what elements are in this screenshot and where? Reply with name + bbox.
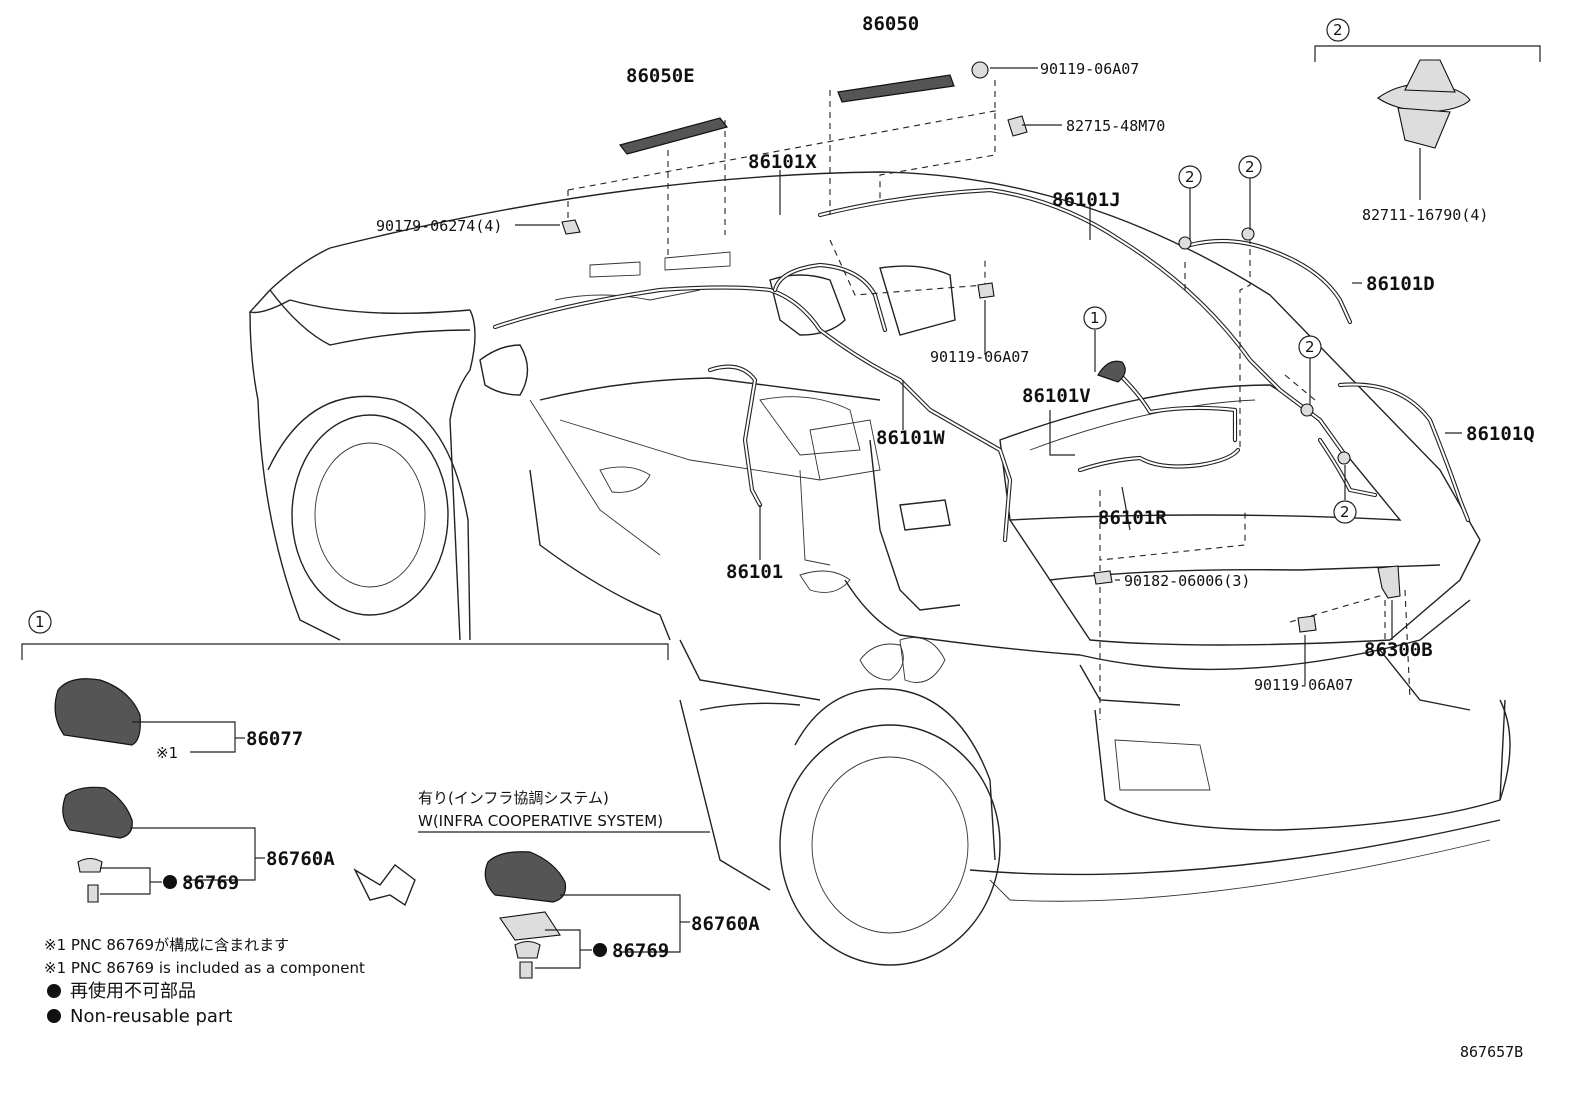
marker-1-antenna: 1 xyxy=(1083,306,1107,330)
part-86300B xyxy=(1377,565,1401,599)
label-86101V: 86101V xyxy=(1022,385,1091,407)
shark-fin-cover-86077 xyxy=(54,678,141,746)
label-82715: 82715-48M70 xyxy=(1066,117,1165,135)
clip-2d xyxy=(1337,451,1351,465)
legend-line-3: 再使用不可部品 xyxy=(70,981,196,1002)
diagram-code: 867657B xyxy=(1460,1043,1523,1061)
circled-markers: 2 2 2 2 2 1 1 xyxy=(28,18,1357,634)
label-90179: 90179-06274(4) xyxy=(376,217,502,235)
clip-2c xyxy=(1300,403,1314,417)
svg-text:1: 1 xyxy=(1090,309,1100,327)
antenna-86760A-left xyxy=(62,786,133,839)
legend-dot-2 xyxy=(47,1009,61,1023)
gasket-86769-right xyxy=(499,911,561,941)
small-parts xyxy=(561,61,1401,633)
clip-82711-head xyxy=(1404,59,1456,93)
arrow-icon xyxy=(353,864,416,907)
label-86101X: 86101X xyxy=(748,151,817,173)
label-86101Q: 86101Q xyxy=(1466,423,1535,445)
antenna-86760A-right xyxy=(484,851,567,903)
label-90119-bottom: 90119-06A07 xyxy=(1254,676,1353,694)
clip-90182 xyxy=(1093,570,1113,585)
bolt-90119-top xyxy=(971,61,989,79)
label-90182: 90182-06006(3) xyxy=(1124,572,1250,590)
note-mark: ※1 xyxy=(156,744,178,762)
gasket-86769-left xyxy=(77,857,103,873)
label-86101D: 86101D xyxy=(1366,273,1435,295)
label-86760A-right: 86760A xyxy=(691,913,760,935)
clip-2a xyxy=(1178,236,1192,250)
legend: ※1 PNC 86769が構成に含まれます ※1 PNC 86769 is in… xyxy=(44,936,365,1027)
legend-line-4: Non-reusable part xyxy=(70,1006,232,1027)
label-86101W: 86101W xyxy=(876,427,945,449)
svg-text:1: 1 xyxy=(35,613,45,631)
label-86050: 86050 xyxy=(862,13,919,35)
label-90119-mid: 90119-06A07 xyxy=(930,348,1029,366)
label-86300B: 86300B xyxy=(1364,639,1433,661)
bolt-86769-left xyxy=(87,884,99,903)
label-90119-top: 90119-06A07 xyxy=(1040,60,1139,78)
bolt-86769-right xyxy=(519,961,533,979)
clip-2b xyxy=(1241,227,1255,241)
callout-leaders xyxy=(515,67,1462,685)
label-86101R: 86101R xyxy=(1098,507,1167,529)
label-86101J: 86101J xyxy=(1052,189,1121,211)
roof-antenna-base xyxy=(1097,360,1126,383)
legend-dot-1 xyxy=(47,984,61,998)
label-86050E: 86050E xyxy=(626,65,695,87)
marker-2-b: 2 xyxy=(1238,155,1262,179)
non-reusable-dot-left xyxy=(163,875,177,889)
label-86769-left: 86769 xyxy=(182,872,239,894)
part-86050 xyxy=(837,74,955,103)
label-86101: 86101 xyxy=(726,561,783,583)
clip-82711-body xyxy=(1397,107,1451,149)
inset-2-clip-detail xyxy=(1314,45,1541,200)
svg-text:2: 2 xyxy=(1333,21,1343,39)
clip-90179 xyxy=(561,219,581,235)
infra-label-jp: 有り(インフラ協調システム) xyxy=(418,789,609,807)
callout-labels: 86050 86050E 86101X 86101J 86101D 86101V… xyxy=(376,13,1535,1061)
svg-text:2: 2 xyxy=(1245,158,1255,176)
label-82711: 82711-16790(4) xyxy=(1362,206,1488,224)
label-86077: 86077 xyxy=(246,728,303,750)
dashed-leaders xyxy=(567,80,1411,720)
marker-2-d: 2 xyxy=(1333,500,1357,524)
non-reusable-dot-right xyxy=(593,943,607,957)
bracket-82715 xyxy=(1007,115,1028,137)
legend-line-2: ※1 PNC 86769 is included as a component xyxy=(44,959,365,977)
legend-line-1: ※1 PNC 86769が構成に含まれます xyxy=(44,936,289,954)
marker-2-c: 2 xyxy=(1298,335,1322,359)
marker-1-inset: 1 xyxy=(28,610,52,634)
label-86760A-left: 86760A xyxy=(266,848,335,870)
marker-2-a: 2 xyxy=(1178,165,1202,189)
bolt-90119-bottom xyxy=(1297,615,1317,633)
svg-text:2: 2 xyxy=(1305,338,1315,356)
marker-2-top-right: 2 xyxy=(1326,18,1350,42)
wire-harnesses xyxy=(492,187,1471,543)
svg-text:2: 2 xyxy=(1185,168,1195,186)
bolt-90119-mid xyxy=(977,282,995,299)
part-86050E xyxy=(618,117,729,155)
infra-label-en: W(INFRA COOPERATIVE SYSTEM) xyxy=(418,812,663,830)
vehicle-outline xyxy=(248,171,1511,966)
label-86769-right: 86769 xyxy=(612,940,669,962)
svg-text:2: 2 xyxy=(1340,503,1350,521)
nut-86769-right xyxy=(514,940,541,959)
inset-1-antenna-detail: 86077 ※1 86760A 86769 有り(インフラ協調システム) W(I… xyxy=(21,643,760,979)
